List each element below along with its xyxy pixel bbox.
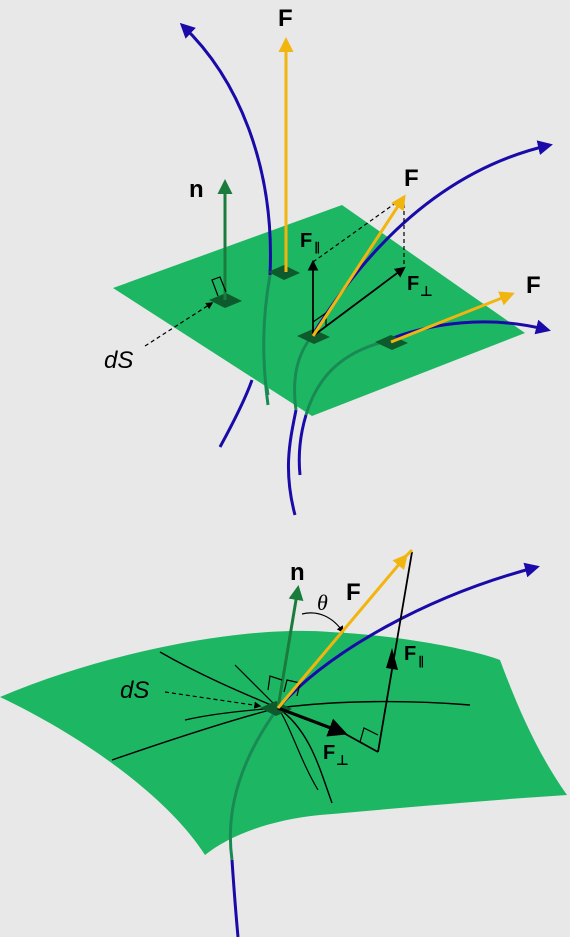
F-parallel-main-bottom: F — [404, 643, 416, 665]
F-perp-vector — [312, 266, 406, 337]
F-parallel-sub: ∥ — [314, 240, 320, 254]
field-line-bottom-right — [297, 414, 308, 476]
field-line-above-bottom — [276, 562, 540, 710]
F-perp-sub: ⊥ — [420, 283, 433, 299]
field-line-bottom-left — [218, 379, 254, 448]
curved-surface — [0, 630, 567, 855]
right-angle-bottom — [359, 727, 379, 743]
field-line-through-mid — [293, 335, 314, 411]
field-line-top-left — [179, 22, 272, 276]
field-line-top-right — [382, 319, 551, 344]
patch-dS-bottom — [260, 701, 292, 716]
field-line-through-right — [304, 340, 384, 416]
patch-top — [268, 265, 300, 280]
F-perp-main: F — [407, 273, 419, 295]
label-F-parallel-top: F ∥ — [300, 230, 320, 254]
top-diagram: F n F F dS F ∥ F ⊥ — [104, 5, 553, 516]
patch-dS — [209, 293, 242, 308]
top-plane — [113, 205, 525, 416]
field-line-through-left — [262, 274, 272, 406]
label-dS-bottom: dS — [120, 677, 149, 704]
label-n-top: n — [189, 176, 204, 203]
F-parallel-sub-bottom: ∥ — [418, 654, 424, 668]
theta-arc — [301, 612, 344, 634]
F-perp-main-bottom: F — [323, 742, 335, 764]
right-angle-mid — [312, 311, 327, 327]
force-vector-bottom — [276, 553, 408, 709]
field-line-below-bottom — [230, 859, 240, 937]
force-vector-right — [390, 291, 515, 344]
F-parallel-line-bottom — [377, 551, 413, 753]
label-F-perp-bottom: F ⊥ — [323, 742, 349, 768]
right-angle-dS-bottom-2 — [283, 679, 301, 697]
force-vector-mid — [311, 194, 406, 337]
label-dS-top: dS — [104, 347, 133, 374]
label-F-right: F — [526, 272, 541, 299]
right-angle-dS — [211, 276, 227, 297]
right-angle-dS-bottom-1 — [267, 675, 283, 691]
label-F-top: F — [278, 5, 293, 32]
label-F-mid: F — [404, 165, 419, 192]
dS-pointer — [144, 302, 214, 347]
field-line-bottom-mid — [286, 409, 298, 516]
bottom-diagram: n θ F dS F ∥ F ⊥ — [0, 548, 567, 937]
label-n-bottom: n — [290, 559, 305, 586]
normal-vector-bottom — [276, 585, 304, 709]
force-tip-bottom — [404, 548, 414, 558]
F-perp-sub-bottom: ⊥ — [336, 752, 349, 768]
dashed-proj-parallel — [312, 196, 405, 263]
dS-pointer-bottom — [164, 691, 262, 709]
field-line-under-bottom — [228, 707, 280, 861]
F-perp-vector-bottom — [277, 706, 348, 737]
label-F-perp-top: F ⊥ — [407, 273, 433, 299]
F-parallel-main: F — [300, 230, 312, 252]
label-F-parallel-bottom: F ∥ — [404, 643, 424, 668]
F-perp-line-bottom — [339, 730, 379, 753]
label-F-bottom: F — [346, 579, 361, 606]
label-theta-bottom: θ — [317, 590, 328, 615]
F-parallel-arrowhead-bottom — [386, 648, 398, 670]
